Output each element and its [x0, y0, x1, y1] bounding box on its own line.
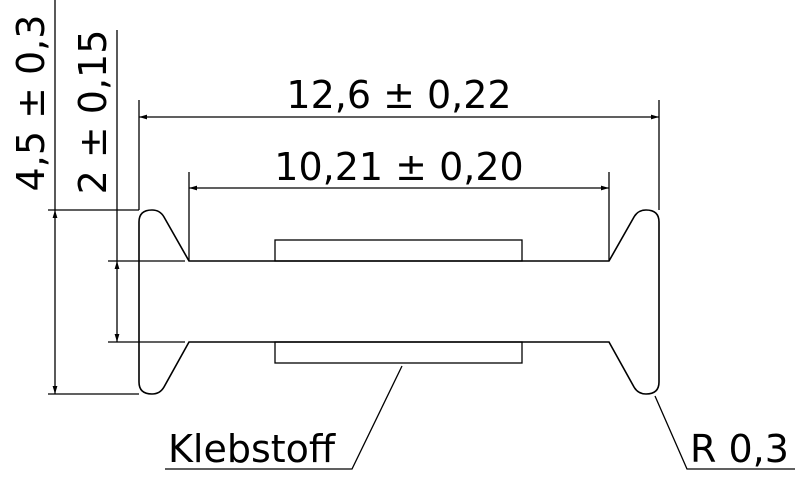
part-profile — [138, 209, 660, 395]
leader-adhesive — [165, 365, 403, 470]
dimension-inner-width: 10,21 ± 0,20 — [274, 145, 523, 189]
adhesive-layer-bottom — [274, 341, 523, 364]
adhesive-layer-top — [274, 239, 523, 262]
dimension-total-height: 4,5 ± 0,3 — [9, 15, 53, 192]
dimension-total-width: 12,6 ± 0,22 — [286, 73, 511, 117]
label-adhesive: Klebstoff — [168, 427, 336, 471]
dimension-body-height: 2 ± 0,15 — [71, 30, 115, 195]
leader-radius — [654, 395, 795, 470]
label-radius: R 0,3 — [690, 427, 789, 471]
